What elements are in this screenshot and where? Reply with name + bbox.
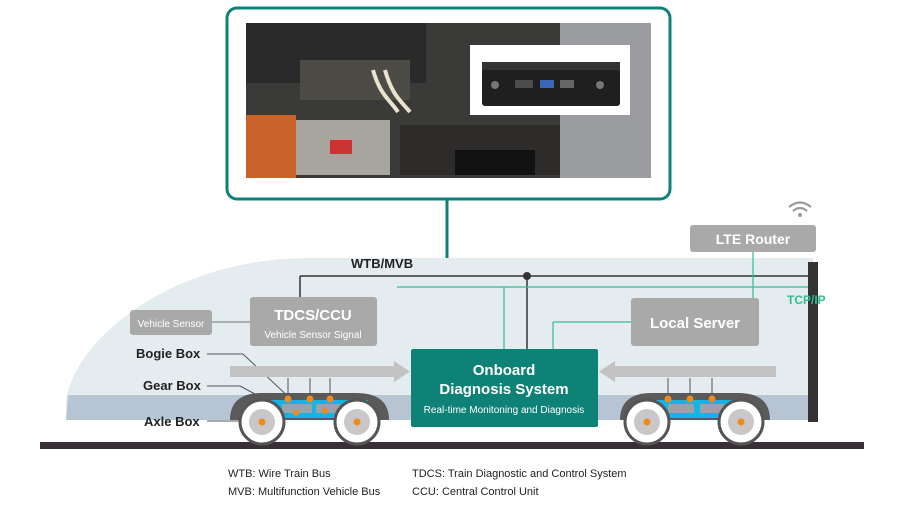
axle-box-label: Axle Box bbox=[144, 414, 200, 429]
right-bogie bbox=[620, 378, 770, 446]
wtb-mvb-label: WTB/MVB bbox=[351, 256, 413, 271]
lte-router-box: LTE Router bbox=[690, 225, 816, 252]
local-server-label: Local Server bbox=[650, 315, 740, 332]
legend-mvb: MVB: Multifunction Vehicle Bus bbox=[228, 486, 381, 498]
bus-lines bbox=[212, 251, 808, 349]
ods-title-line2: Diagnosis System bbox=[439, 381, 568, 398]
tcp-ip-label: TCP/IP bbox=[787, 293, 826, 307]
vehicle-sensor-box: Vehicle Sensor bbox=[130, 310, 212, 335]
onboard-diagnosis-system-box: Onboard Diagnosis System Real-time Monit… bbox=[411, 349, 598, 427]
legend-right: TDCS: Train Diagnostic and Control Syste… bbox=[412, 465, 627, 501]
legend-wtb: WTB: Wire Train Bus bbox=[228, 468, 331, 480]
legend-tdcs: TDCS: Train Diagnostic and Control Syste… bbox=[412, 468, 627, 480]
legend-left: WTB: Wire Train Bus MVB: Multifunction V… bbox=[228, 465, 380, 501]
left-bogie bbox=[230, 378, 389, 446]
lte-router-label: LTE Router bbox=[716, 231, 791, 247]
track-rail bbox=[40, 442, 864, 449]
local-server-box: Local Server bbox=[631, 298, 759, 346]
ods-title-line1: Onboard bbox=[473, 362, 536, 379]
ods-subtitle: Real-time Monitoning and Diagnosis bbox=[424, 405, 585, 416]
right-flow-arrow bbox=[599, 361, 776, 382]
left-flow-arrow bbox=[230, 361, 410, 382]
vehicle-sensor-signal-label: Vehicle Sensor Signal bbox=[264, 330, 361, 341]
legend-ccu: CCU: Central Control Unit bbox=[412, 486, 539, 498]
vehicle-sensor-label: Vehicle Sensor bbox=[138, 319, 205, 330]
tdcs-ccu-box: TDCS/CCU Vehicle Sensor Signal bbox=[250, 297, 377, 346]
train-end-pole bbox=[808, 262, 818, 422]
tdcs-ccu-label: TDCS/CCU bbox=[274, 307, 352, 324]
wifi-icon bbox=[788, 201, 812, 217]
bogie-box-label: Bogie Box bbox=[136, 346, 201, 361]
gear-box-label: Gear Box bbox=[143, 378, 202, 393]
equipment-photo-frame bbox=[225, 6, 672, 201]
